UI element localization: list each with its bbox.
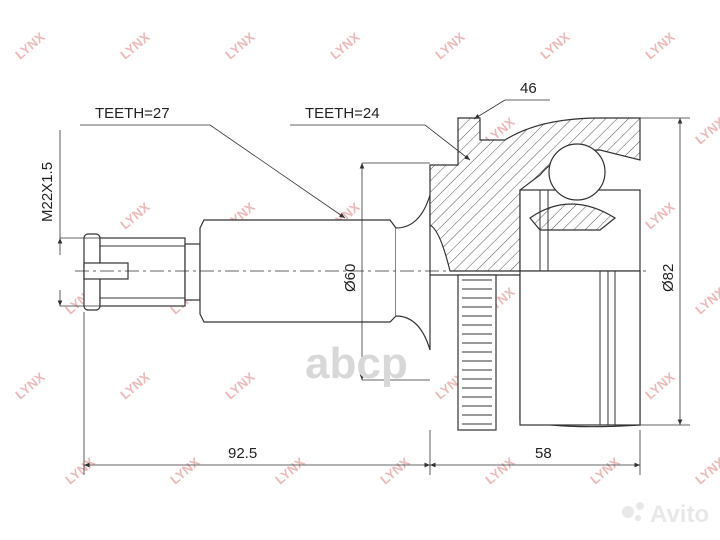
lynx-watermark-tile: LYNX bbox=[327, 29, 363, 62]
housing bbox=[429, 117, 641, 428]
lynx-watermark-tile: LYNX bbox=[642, 199, 678, 232]
abs-teeth-label: 46 bbox=[520, 80, 537, 97]
outer-diameter-label: Ø82 bbox=[660, 264, 677, 292]
lynx-watermark-tile: LYNX bbox=[222, 369, 258, 402]
lynx-watermark-tile: LYNX bbox=[12, 369, 48, 402]
seal-diameter-label: Ø60 bbox=[342, 264, 359, 292]
lynx-watermark-tile: LYNX bbox=[272, 454, 308, 487]
lynx-watermark-tile: LYNX bbox=[377, 454, 413, 487]
lynx-watermark-tile: LYNX bbox=[117, 369, 153, 402]
lynx-watermark-tile: LYNX bbox=[587, 454, 623, 487]
shaft-length-label: 92.5 bbox=[228, 445, 257, 462]
lynx-watermark-tile: LYNX bbox=[167, 454, 203, 487]
lynx-watermark-tile: LYNX bbox=[692, 454, 720, 487]
lynx-watermark-tile: LYNX bbox=[692, 114, 720, 147]
abs-ring bbox=[457, 274, 497, 431]
lynx-watermark-tile: LYNX bbox=[642, 29, 678, 62]
lynx-watermark-tile: LYNX bbox=[12, 29, 48, 62]
shaft bbox=[83, 194, 431, 351]
dimension-lines bbox=[57, 99, 690, 475]
thread-label: M22X1.5 bbox=[39, 162, 56, 222]
lynx-watermark-tile: LYNX bbox=[642, 369, 678, 402]
lynx-watermark-tile: LYNX bbox=[537, 29, 573, 62]
lynx-watermark-tile: LYNX bbox=[117, 199, 153, 232]
lynx-watermark-tile: LYNX bbox=[62, 454, 98, 487]
lynx-watermark-tile: LYNX bbox=[432, 29, 468, 62]
lynx-watermark-tile: LYNX bbox=[482, 454, 518, 487]
abcp-watermark: abcp bbox=[305, 339, 408, 388]
lynx-watermark-tile: LYNX bbox=[117, 29, 153, 62]
lynx-watermark-tile: LYNX bbox=[222, 29, 258, 62]
avito-logo: Avito bbox=[622, 501, 709, 528]
avito-logo-text: Avito bbox=[650, 501, 709, 528]
teeth-outer-label: TEETH=27 bbox=[95, 105, 170, 122]
housing-length-label: 58 bbox=[535, 445, 552, 462]
lynx-watermark-tile: LYNX bbox=[692, 284, 720, 317]
teeth-inner-label: TEETH=24 bbox=[305, 105, 380, 122]
